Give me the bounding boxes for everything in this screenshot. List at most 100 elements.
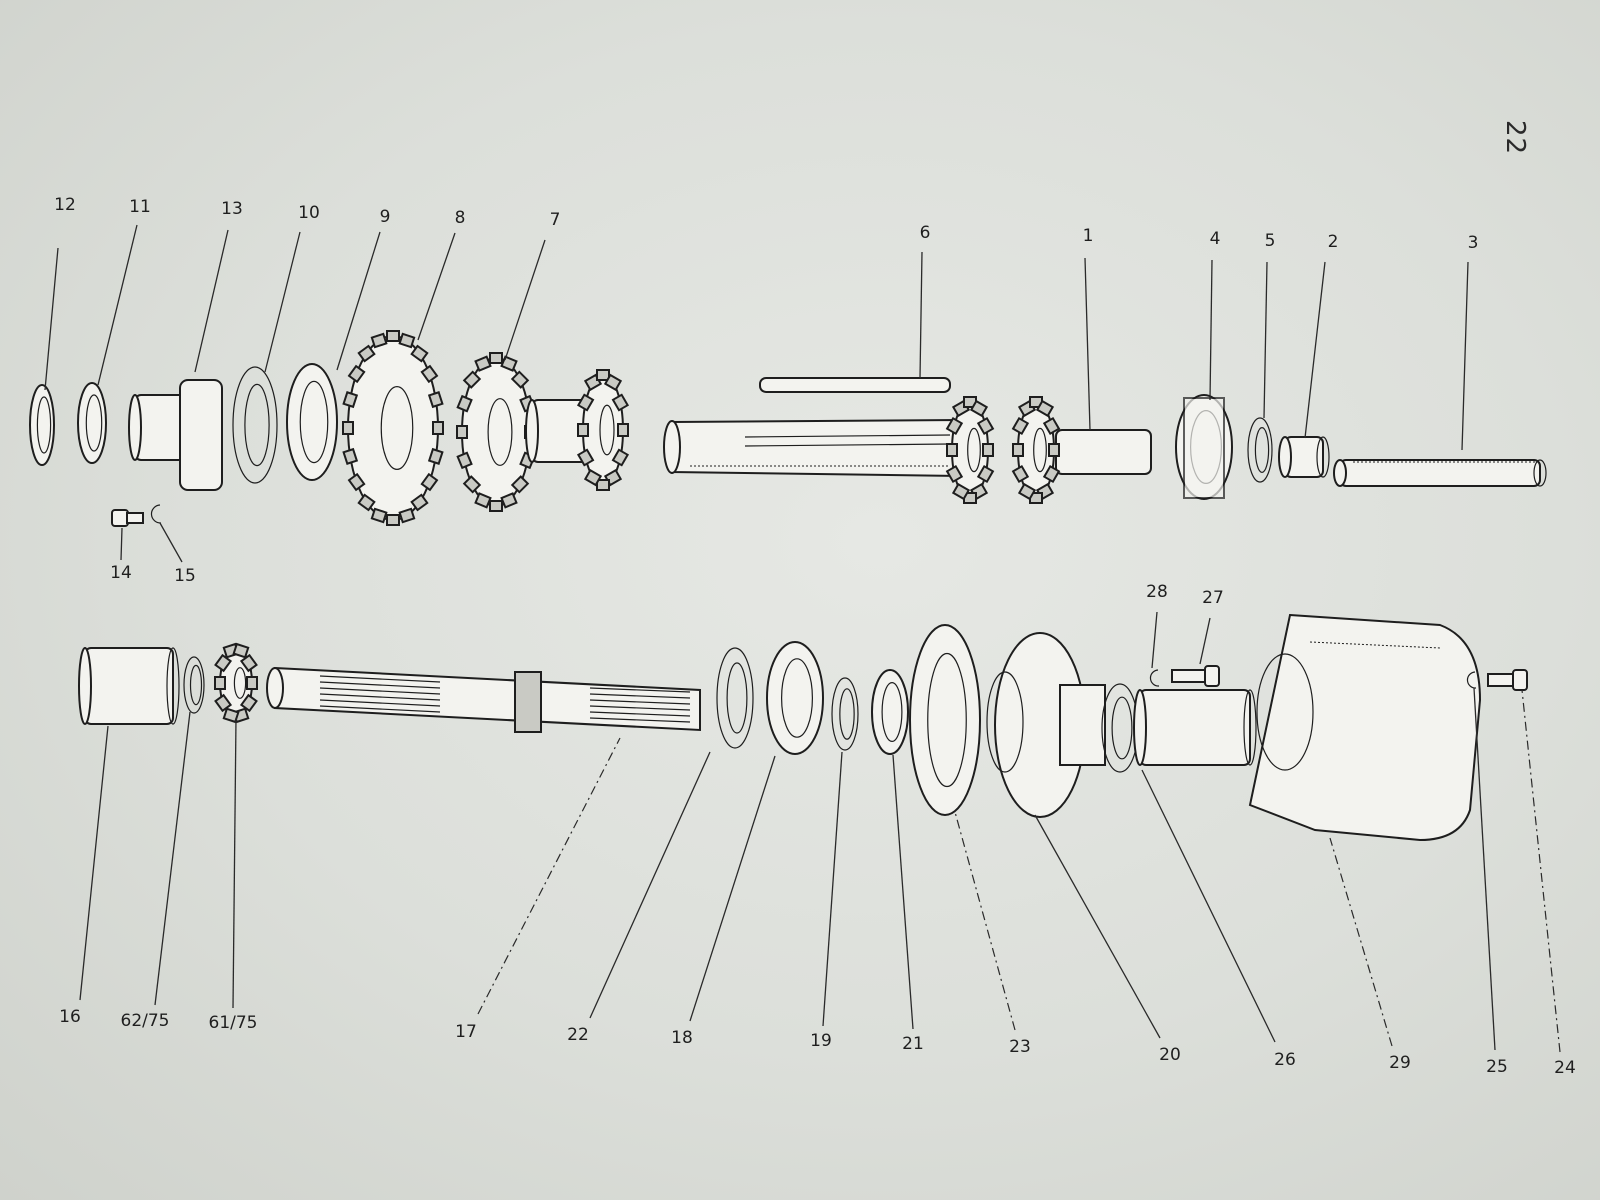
part-7-gear [456, 352, 536, 512]
part-62-75-ring [183, 656, 205, 714]
leader-line [336, 231, 381, 371]
leader-line [417, 232, 456, 341]
part-label: 4 [1210, 229, 1221, 249]
leader-line [79, 725, 109, 1001]
part-label: 3 [1468, 233, 1479, 253]
part-label: 19 [810, 1031, 832, 1051]
leader-line [589, 751, 711, 1019]
leader-line [1521, 689, 1561, 1053]
part-label: 12 [54, 195, 76, 215]
part-label: 10 [298, 203, 320, 223]
leader-line [1151, 611, 1158, 669]
part-label: 62/75 [121, 1011, 170, 1031]
leader-lines [44, 224, 1561, 1053]
part-label: 8 [455, 208, 466, 228]
part-label: 6 [920, 223, 931, 243]
part-label: 2 [1328, 232, 1339, 252]
part-12-washer [29, 384, 55, 466]
leader-line [154, 711, 191, 1006]
part-label: 13 [221, 199, 243, 219]
part-22-circlip [716, 647, 754, 749]
part-label: 9 [380, 207, 391, 227]
part-5-clip [1247, 417, 1273, 483]
part-1-shaft [663, 418, 1152, 478]
part-label: 28 [1146, 582, 1168, 602]
part-label: 7 [550, 210, 561, 230]
part-label: 17 [455, 1022, 477, 1042]
leader-line [1199, 617, 1211, 665]
part-27-bolt [1171, 665, 1220, 687]
part-label: 20 [1159, 1045, 1181, 1065]
part-29-cover [1248, 613, 1482, 842]
part-6-key [759, 377, 951, 393]
part-23-gasket [909, 624, 981, 816]
part-61-75-collar [214, 642, 258, 724]
part-label: 23 [1009, 1037, 1031, 1057]
leader-line [1034, 814, 1161, 1039]
leader-line [477, 737, 621, 1015]
leader-line [919, 251, 923, 379]
part-24-bolt [1487, 669, 1528, 691]
leader-line [892, 754, 914, 1030]
part-7-sleeve [576, 369, 630, 491]
part-label: 27 [1202, 588, 1224, 608]
leader-line [1461, 261, 1469, 451]
leader-line [822, 751, 843, 1027]
leader-line [1141, 769, 1276, 1043]
part-26-tube [1133, 689, 1257, 766]
leader-line [954, 811, 1016, 1031]
part-19-clip [831, 677, 859, 751]
parts-illustration [29, 330, 1547, 842]
part-label: 5 [1265, 231, 1276, 251]
part-label: 61/75 [209, 1013, 258, 1033]
leader-line [1209, 259, 1213, 401]
part-label: 21 [902, 1034, 924, 1054]
part-18-bearing [766, 641, 824, 755]
part-label: 24 [1554, 1058, 1576, 1078]
leader-line [264, 231, 301, 373]
part-28-ring [1149, 669, 1160, 687]
part-14-bolt [111, 509, 144, 527]
part-2-spacer [1278, 436, 1330, 478]
part-label: 18 [671, 1028, 693, 1048]
part-17-shaft [266, 666, 701, 733]
part-3-shaft [1333, 459, 1547, 487]
part-label: 25 [1486, 1057, 1508, 1077]
part-16-coupling [78, 647, 180, 725]
leader-line [120, 527, 123, 561]
leader-line [1473, 687, 1496, 1051]
leader-line [159, 522, 183, 563]
part-label: 14 [110, 563, 132, 583]
leader-line [232, 717, 237, 1009]
leader-line [1304, 261, 1326, 439]
part-label: 1 [1083, 226, 1094, 246]
leader-line [1263, 261, 1268, 419]
part-label: 29 [1389, 1053, 1411, 1073]
part-21-ring [871, 669, 909, 755]
leader-line [1329, 837, 1393, 1047]
part-label: 22 [567, 1025, 589, 1045]
part-8-gear [342, 330, 444, 526]
part-1-gear-b [1011, 396, 1061, 504]
leader-line [44, 247, 59, 391]
part-label: 26 [1274, 1050, 1296, 1070]
part-15-ring [150, 504, 162, 524]
leader-line [97, 224, 138, 386]
part-label: 11 [129, 197, 151, 217]
part-26-flange [1101, 683, 1139, 773]
part-11-washer [77, 382, 107, 464]
part-label: 15 [174, 566, 196, 586]
part-25-ring [1466, 671, 1477, 689]
leader-line [689, 755, 776, 1022]
leader-line [194, 229, 229, 373]
part-label: 16 [59, 1007, 81, 1027]
part-9-bearing [286, 363, 338, 481]
leader-line [1084, 257, 1091, 431]
part-10-circlip [232, 366, 278, 484]
part-20-housing [986, 632, 1106, 818]
leader-line [504, 239, 546, 361]
part-1-gear-a [945, 396, 995, 504]
